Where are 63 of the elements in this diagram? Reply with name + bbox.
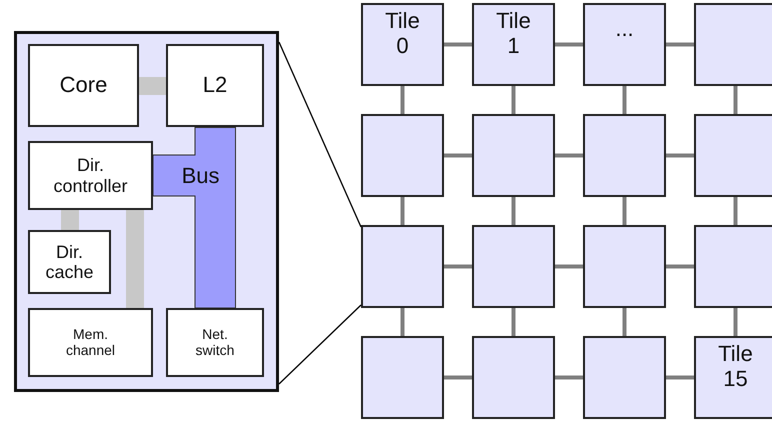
connection-bar [126, 210, 144, 308]
tile-detail-panel [14, 31, 279, 392]
mesh-link [622, 197, 626, 225]
mesh-link [555, 264, 583, 268]
mesh-link [666, 376, 694, 380]
component-box [28, 230, 111, 294]
node-label: Dir. cache [44, 242, 95, 282]
mesh-link [734, 86, 738, 114]
node-label: Mem. channel [64, 326, 116, 358]
node-label: ... [615, 17, 634, 42]
mesh-link [734, 308, 738, 336]
tile-box [361, 225, 444, 308]
tile-box [583, 114, 666, 197]
tile-box [694, 114, 772, 197]
component-box [166, 44, 264, 127]
mesh-link [400, 197, 404, 225]
component-box [166, 308, 264, 377]
mesh-link [400, 308, 404, 336]
mesh-link [512, 86, 516, 114]
tile-box [583, 225, 666, 308]
tile-box [472, 3, 555, 86]
mesh-link [444, 154, 472, 158]
mesh-link [400, 86, 404, 114]
mesh-link [666, 264, 694, 268]
tile-box [694, 336, 772, 419]
node-label: Dir. controller [52, 155, 129, 196]
tile-box [694, 225, 772, 308]
mesh-link [666, 42, 694, 46]
tile-box [694, 3, 772, 86]
tile-box [361, 114, 444, 197]
mesh-link [734, 197, 738, 225]
node-label: L2 [202, 73, 228, 98]
connection-bar [139, 77, 166, 95]
component-box [28, 308, 153, 377]
mesh-link [622, 308, 626, 336]
mesh-link [444, 376, 472, 380]
mesh-link [555, 376, 583, 380]
tile-box [472, 225, 555, 308]
node-label: Tile 15 [717, 342, 754, 392]
connection-bar [61, 210, 79, 230]
mesh-link [512, 308, 516, 336]
zoom-line [278, 42, 362, 228]
tile-box [472, 336, 555, 419]
tile-box [361, 3, 444, 86]
mesh-link [444, 42, 472, 46]
mesh-link [622, 86, 626, 114]
mesh-link [444, 264, 472, 268]
tile-box [472, 114, 555, 197]
node-label: Tile 0 [384, 9, 421, 58]
tile-box [583, 336, 666, 419]
tile-box [361, 336, 444, 419]
component-box [28, 44, 139, 127]
node-label: Tile 1 [495, 9, 532, 58]
component-box [28, 141, 153, 210]
mesh-link [555, 42, 583, 46]
node-label: Core [60, 73, 108, 98]
mesh-link [555, 154, 583, 158]
node-label: Net. switch [194, 326, 236, 358]
zoom-line [278, 304, 362, 384]
mesh-link [512, 197, 516, 225]
mesh-link [666, 154, 694, 158]
tile-box [583, 3, 666, 86]
bus-label: Bus [182, 163, 220, 189]
